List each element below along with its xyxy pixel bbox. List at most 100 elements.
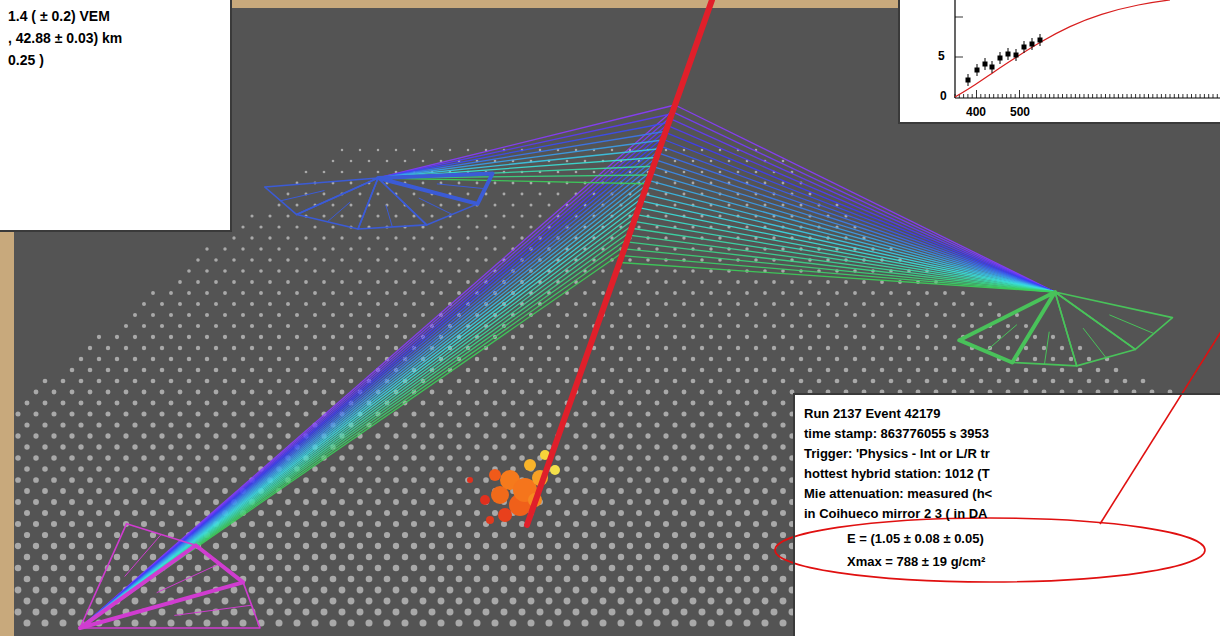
- detector-dot: [393, 521, 399, 527]
- detector-dot: [681, 521, 687, 527]
- detector-dot: [42, 466, 48, 472]
- detector-dot: [411, 521, 417, 527]
- detector-dot: [259, 379, 264, 384]
- detector-dot: [249, 433, 254, 438]
- detector-dot: [691, 335, 695, 339]
- detector-dot: [591, 455, 596, 460]
- detector-dot: [726, 466, 732, 472]
- detector-dot: [476, 182, 479, 185]
- detector-dot: [168, 444, 173, 449]
- detector-dot: [340, 346, 344, 350]
- detector-dot: [97, 335, 101, 339]
- detector-dot: [502, 368, 507, 373]
- detector-dot: [393, 565, 400, 572]
- detector-dot: [627, 411, 632, 416]
- detector-dot: [330, 466, 336, 472]
- detector-dot: [123, 433, 128, 438]
- detector-dot: [574, 302, 578, 306]
- detector-dot: [447, 499, 453, 505]
- detector-dot: [934, 302, 938, 306]
- detector-dot: [141, 433, 146, 438]
- detector-dot: [474, 488, 480, 494]
- detector-dot: [96, 554, 102, 560]
- detector-dot: [474, 554, 480, 560]
- detector-dot: [232, 368, 237, 373]
- detector-dot: [557, 193, 560, 196]
- detector-dot: [213, 477, 219, 483]
- detector-dot: [646, 390, 651, 395]
- detector-dot: [123, 455, 128, 460]
- detector-dot: [466, 390, 471, 395]
- detector-dot: [907, 379, 912, 384]
- detector-dot: [349, 291, 353, 295]
- detector-dot: [799, 379, 804, 384]
- detector-dot: [592, 302, 596, 306]
- detector-dot: [727, 203, 730, 206]
- detector-dot: [663, 411, 668, 416]
- detector-dot: [214, 390, 219, 395]
- detector-dot: [350, 182, 353, 185]
- detector-dot: [114, 532, 120, 538]
- detector-dot: [367, 357, 372, 362]
- detector-dot: [33, 433, 38, 438]
- detector-dot: [133, 379, 138, 384]
- detector-dot: [637, 357, 642, 362]
- detector-dot: [285, 521, 291, 527]
- detector-dot: [628, 390, 633, 395]
- detector-dot: [196, 346, 200, 350]
- detector-dot: [177, 477, 183, 483]
- detector-dot: [1087, 379, 1092, 384]
- detector-dot: [502, 346, 506, 350]
- detector-dot: [177, 455, 182, 460]
- detector-dot: [529, 357, 534, 362]
- detector-dot: [312, 488, 318, 494]
- detector-dot: [430, 280, 434, 284]
- detector-dot: [42, 422, 47, 427]
- detector-dot: [259, 291, 263, 295]
- detector-dot: [114, 422, 119, 427]
- detector-dot: [564, 444, 569, 449]
- detector-dot: [331, 379, 336, 384]
- detector-dot: [375, 433, 380, 438]
- detector-dot: [538, 214, 541, 217]
- detector-dot: [583, 379, 588, 384]
- detector-dot: [701, 171, 704, 174]
- detector-dot: [429, 477, 435, 483]
- detector-dot: [267, 499, 273, 505]
- detector-dot: [331, 269, 335, 273]
- detector-dot: [340, 236, 343, 239]
- detector-dot: [367, 269, 371, 273]
- detector-dot: [213, 499, 219, 505]
- detector-dot: [726, 554, 732, 560]
- detector-dot: [1006, 346, 1010, 350]
- detector-dot: [366, 444, 371, 449]
- detector-dot: [303, 411, 308, 416]
- detector-dot: [637, 335, 641, 339]
- detector-dot: [222, 466, 228, 472]
- detector-dot: [214, 258, 218, 262]
- detector-dot: [672, 532, 678, 538]
- detector-dot: [591, 433, 596, 438]
- detector-dot: [466, 280, 470, 284]
- detector-dot: [395, 149, 397, 151]
- detector-dot: [952, 302, 956, 306]
- detector-dot: [564, 510, 570, 516]
- detector-dot: [33, 565, 40, 572]
- detector-dot: [512, 182, 515, 185]
- detector-dot: [205, 247, 208, 250]
- detector-dot: [205, 335, 209, 339]
- detector-dot: [377, 193, 380, 196]
- detector-dot: [42, 488, 48, 494]
- detector-dot: [313, 401, 318, 406]
- detector-dot: [519, 411, 524, 416]
- detector-dot: [223, 313, 227, 317]
- detector-dot: [367, 247, 370, 250]
- detector-dot: [187, 379, 192, 384]
- detector-dot: [674, 182, 677, 185]
- detector-dot: [402, 510, 408, 516]
- detector-dot: [106, 346, 110, 350]
- detector-dot: [718, 324, 722, 328]
- detector-dot: [763, 379, 768, 384]
- detector-dot: [952, 368, 957, 373]
- detector-dot: [601, 401, 606, 406]
